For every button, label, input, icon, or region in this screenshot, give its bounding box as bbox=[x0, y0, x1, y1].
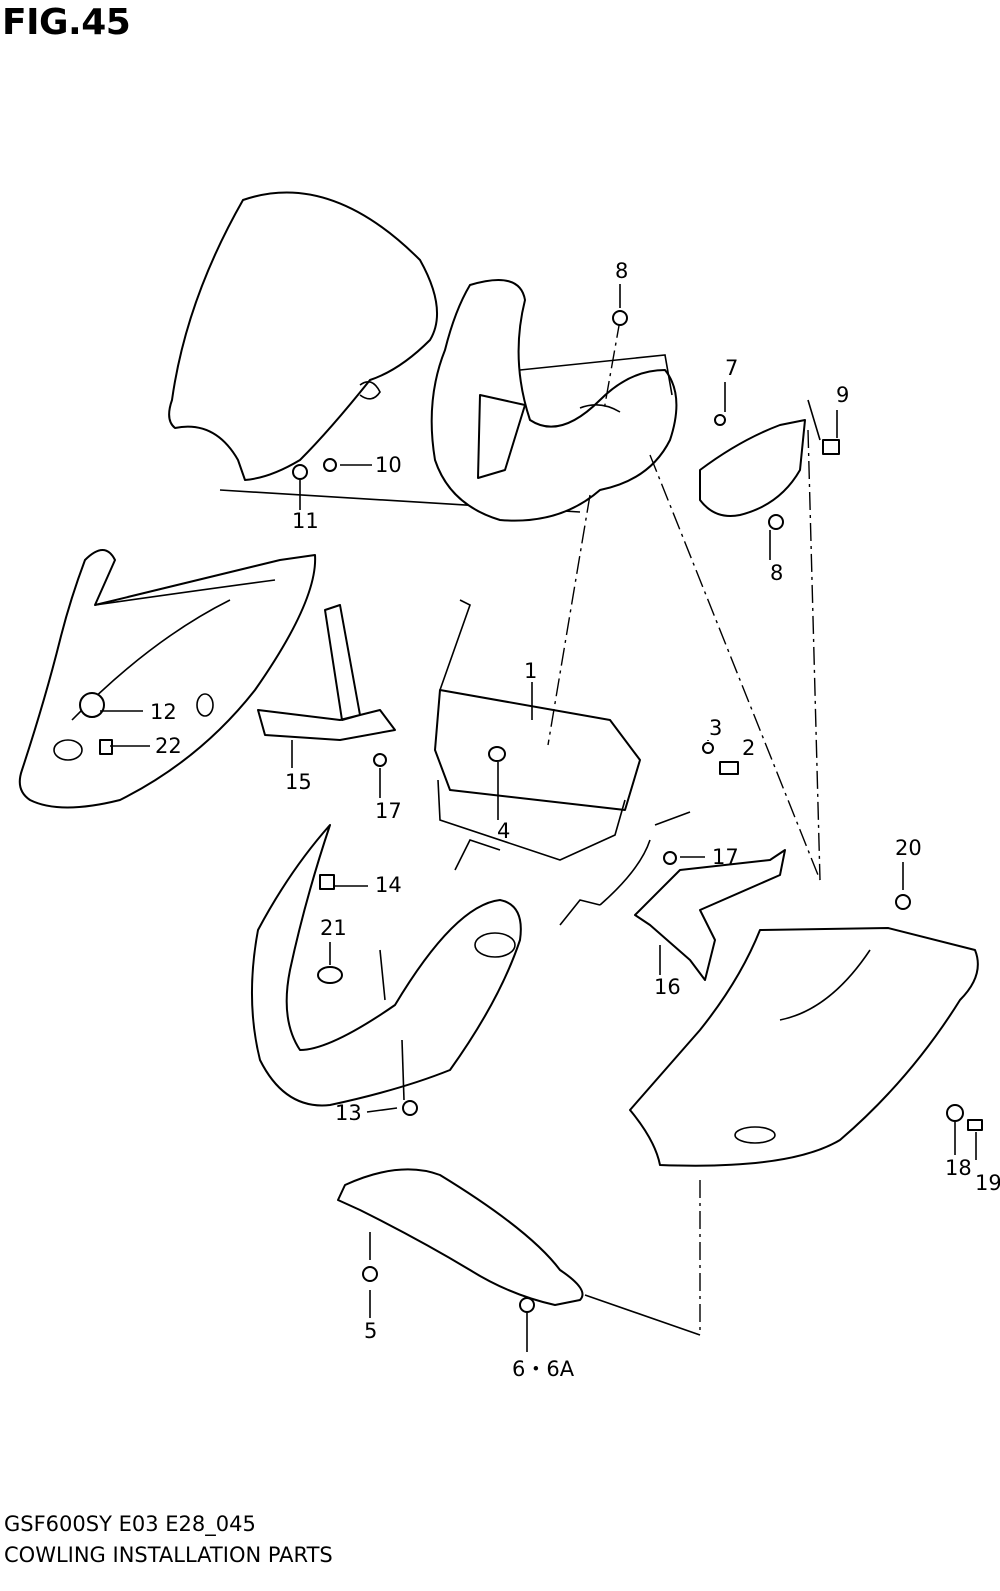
right-cowling[interactable] bbox=[629, 927, 979, 1167]
footer-title: COWLING INSTALLATION PARTS bbox=[4, 1543, 333, 1567]
screw-10[interactable] bbox=[323, 458, 337, 472]
callout-21: 21 bbox=[320, 916, 347, 940]
windscreen[interactable] bbox=[168, 191, 439, 481]
screw-13[interactable] bbox=[402, 1100, 418, 1116]
callout-9: 9 bbox=[836, 383, 849, 407]
callout-19: 19 bbox=[975, 1171, 1000, 1195]
nut-22[interactable] bbox=[99, 739, 113, 755]
callout-7: 7 bbox=[725, 356, 738, 380]
bolt-17-left[interactable] bbox=[373, 753, 387, 767]
callout-1: 1 bbox=[524, 659, 537, 683]
side-cowling[interactable] bbox=[251, 824, 522, 1107]
screw-20[interactable] bbox=[895, 894, 911, 910]
callout-14: 14 bbox=[375, 873, 402, 897]
bolt-2[interactable] bbox=[719, 761, 739, 775]
cushion-4[interactable] bbox=[488, 746, 506, 762]
cushion-18[interactable] bbox=[946, 1104, 964, 1122]
screw-7[interactable] bbox=[714, 414, 726, 426]
screw-5[interactable] bbox=[362, 1266, 378, 1282]
grommet-12[interactable] bbox=[79, 692, 105, 718]
callout-8-bottom: 8 bbox=[770, 561, 783, 585]
callout-5: 5 bbox=[364, 1319, 377, 1343]
inner-cowling[interactable] bbox=[430, 279, 678, 522]
callout-16: 16 bbox=[654, 975, 681, 999]
screw-8-top[interactable] bbox=[612, 310, 628, 326]
figure-title: FIG.45 bbox=[2, 2, 131, 43]
cowling-side-duct[interactable] bbox=[699, 419, 806, 517]
callout-6-6a: 6・6A bbox=[512, 1357, 575, 1381]
cowling-brace-frame[interactable] bbox=[434, 599, 691, 926]
callout-8-top: 8 bbox=[615, 259, 628, 283]
collar-11[interactable] bbox=[292, 464, 308, 480]
grommet-21[interactable] bbox=[317, 966, 343, 984]
callout-15: 15 bbox=[285, 770, 312, 794]
upper-cowling[interactable] bbox=[18, 549, 317, 809]
screw-8-bottom[interactable] bbox=[768, 514, 784, 530]
callout-22: 22 bbox=[155, 734, 182, 758]
under-cowling[interactable] bbox=[337, 1168, 584, 1306]
callout-13: 13 bbox=[335, 1101, 362, 1125]
callout-18: 18 bbox=[945, 1156, 972, 1180]
callout-2: 2 bbox=[742, 736, 755, 760]
washer-3[interactable] bbox=[702, 742, 714, 754]
screw-6[interactable] bbox=[519, 1297, 535, 1313]
callout-3: 3 bbox=[709, 716, 722, 740]
callout-20: 20 bbox=[895, 836, 922, 860]
callout-12: 12 bbox=[150, 700, 177, 724]
nut-9[interactable] bbox=[822, 439, 840, 455]
nut-14[interactable] bbox=[319, 874, 335, 890]
callout-4: 4 bbox=[497, 819, 510, 843]
bracket-16[interactable] bbox=[634, 849, 786, 981]
bolt-19[interactable] bbox=[967, 1119, 983, 1131]
callout-11: 11 bbox=[292, 509, 319, 533]
bolt-17-right[interactable] bbox=[663, 851, 677, 865]
callout-17-left: 17 bbox=[375, 799, 402, 823]
callout-17-right: 17 bbox=[712, 845, 739, 869]
callout-10: 10 bbox=[375, 453, 402, 477]
footer-model-code: GSF600SY E03 E28_045 bbox=[4, 1512, 256, 1536]
bracket-15[interactable] bbox=[257, 604, 396, 741]
